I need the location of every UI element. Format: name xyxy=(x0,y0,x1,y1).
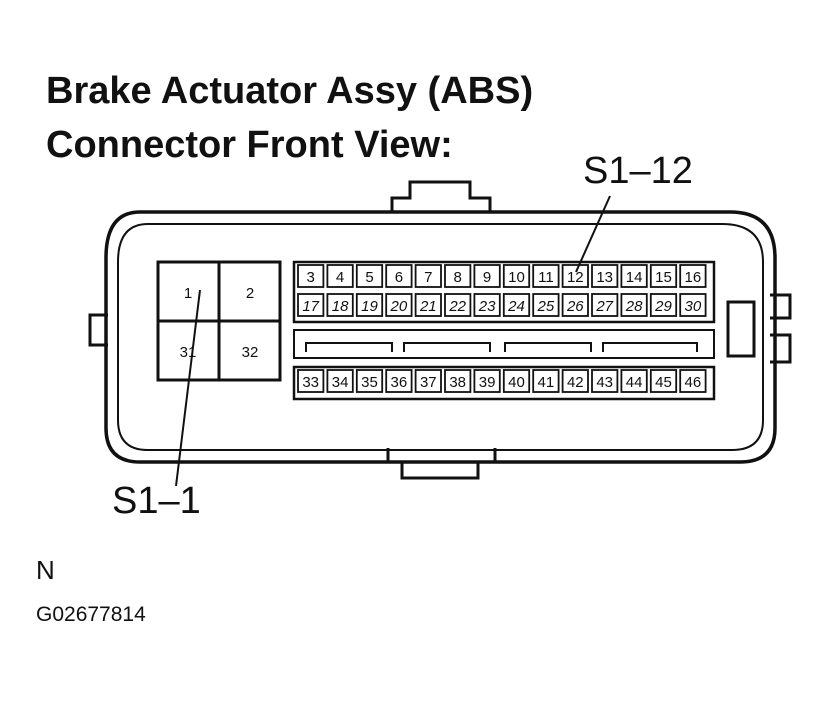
figure-id: G02677814 xyxy=(36,603,146,626)
pin-cell xyxy=(444,293,472,317)
pin-cell xyxy=(532,369,560,393)
pin-label: 21 xyxy=(419,298,437,315)
pin-label: 32 xyxy=(242,344,259,361)
pin-label: 5 xyxy=(365,269,373,286)
pin-cell xyxy=(679,369,707,393)
pin-cell xyxy=(649,293,678,317)
pin-cell xyxy=(326,264,354,288)
pin-cell xyxy=(473,369,501,393)
pin-label: 3 xyxy=(307,269,315,286)
pin-label: 37 xyxy=(420,374,437,391)
pin-cell xyxy=(355,264,384,288)
pin-cell xyxy=(444,264,472,288)
pin-cell xyxy=(649,369,678,393)
pin-label: 20 xyxy=(390,298,408,315)
pin-label: 45 xyxy=(655,374,672,391)
pin-cell xyxy=(297,293,325,317)
view-label: N xyxy=(36,555,55,585)
connector-body xyxy=(88,180,792,480)
pin-cell xyxy=(591,293,619,317)
diagram-title-line1: Brake Actuator Assy (ABS) xyxy=(46,70,534,112)
pin-label: 7 xyxy=(424,269,432,286)
pin-cell xyxy=(473,264,501,288)
pin-label: 38 xyxy=(449,374,466,391)
pin-label: 8 xyxy=(454,269,462,286)
pin-label: 29 xyxy=(654,298,672,315)
pin-cell xyxy=(385,264,413,288)
pin-cell xyxy=(297,264,325,288)
pin-cell xyxy=(385,369,413,393)
pin-label: 16 xyxy=(685,269,702,286)
pin-label: 44 xyxy=(626,374,643,391)
pin-cell xyxy=(649,264,678,288)
pin-cell xyxy=(561,264,589,288)
pin-cell xyxy=(414,369,442,393)
pin-cell xyxy=(326,369,354,393)
pin-label: 1 xyxy=(184,285,192,302)
pin-cell xyxy=(414,293,442,317)
pin-cell xyxy=(502,369,531,393)
pin-cell xyxy=(355,293,384,317)
pin-label: 9 xyxy=(483,269,491,286)
pin-cell xyxy=(561,293,589,317)
leader-line-s1-12 xyxy=(575,195,611,273)
pin-cell xyxy=(326,293,354,317)
pin-label: 22 xyxy=(448,298,466,315)
pin-label: 23 xyxy=(478,298,496,315)
pin-label: 41 xyxy=(538,374,555,391)
pin-cell xyxy=(679,293,707,317)
pin-label: 14 xyxy=(626,269,643,286)
pin-cell xyxy=(620,293,648,317)
pin-label: 19 xyxy=(361,298,378,315)
pin-label: 6 xyxy=(395,269,403,286)
pin-cell xyxy=(532,264,560,288)
pin-cell xyxy=(620,369,648,393)
pin-cell xyxy=(502,293,531,317)
pin-cell xyxy=(561,369,589,393)
pin-label: 26 xyxy=(566,298,584,315)
pin-cell xyxy=(444,369,472,393)
pin-label: 28 xyxy=(625,298,643,315)
pin-label: 35 xyxy=(361,374,378,391)
leader-line-s1-1 xyxy=(175,289,201,487)
pin-label: 34 xyxy=(332,374,349,391)
pin-label: 18 xyxy=(332,298,349,315)
pin-label: 13 xyxy=(596,269,613,286)
pin-label: 43 xyxy=(596,374,613,391)
pin-cell xyxy=(532,293,560,317)
pin-label: 4 xyxy=(336,269,344,286)
pin-label: 12 xyxy=(567,269,584,286)
pin-label: 40 xyxy=(508,374,525,391)
pin-label: 27 xyxy=(595,298,613,315)
pin-label: 30 xyxy=(685,298,702,315)
pin-cell xyxy=(297,369,325,393)
pin-label: 24 xyxy=(507,298,525,315)
pin-cell xyxy=(355,369,384,393)
pin-cell xyxy=(679,264,707,288)
pin-label: 2 xyxy=(246,285,254,302)
pin-label: 10 xyxy=(508,269,525,286)
pin-cell xyxy=(620,264,648,288)
pin-cell xyxy=(414,264,442,288)
callout-label-s1-1: S1–1 xyxy=(112,480,201,522)
pin-label: 17 xyxy=(302,298,319,315)
diagram-title-line2: Connector Front View: xyxy=(46,124,453,166)
pin-label: 11 xyxy=(538,269,554,286)
callout-label-s1-12: S1–12 xyxy=(583,150,693,192)
pin-cell xyxy=(502,264,531,288)
pin-label: 36 xyxy=(391,374,408,391)
pin-cell xyxy=(591,264,619,288)
pin-cell xyxy=(473,293,501,317)
pin-label: 39 xyxy=(479,374,496,391)
pin-label: 25 xyxy=(537,298,555,315)
pin-cell xyxy=(591,369,619,393)
pin-label: 46 xyxy=(685,374,702,391)
pin-label: 15 xyxy=(655,269,672,286)
callout-leaders xyxy=(175,195,611,487)
pin-label: 42 xyxy=(567,374,584,391)
pin-label: 33 xyxy=(302,374,319,391)
pin-cell xyxy=(385,293,413,317)
